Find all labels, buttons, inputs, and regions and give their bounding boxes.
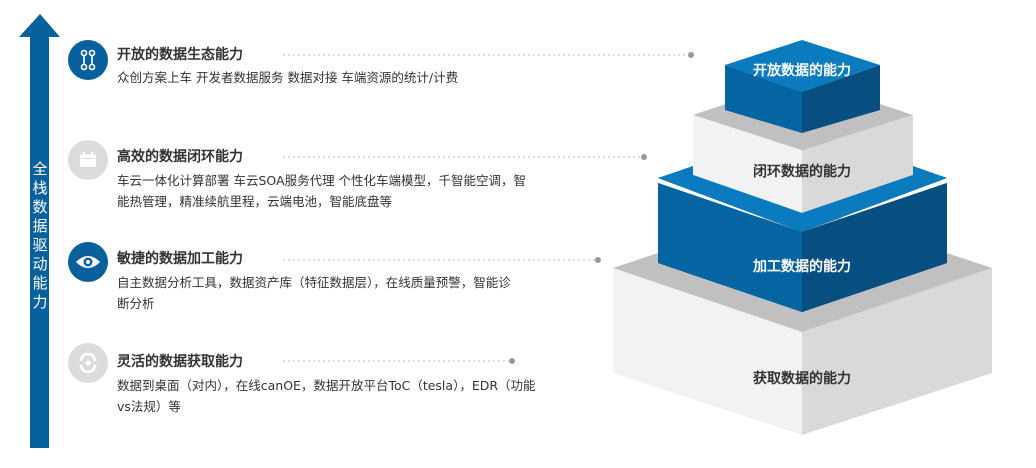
- capability-item-3: 敏捷的数据加工能力 自主数据分析工具，数据资产库（特征数据层），在线质量预警，智…: [117, 249, 517, 314]
- axis-label: 全栈数据驱动能力: [32, 160, 48, 311]
- pyramid-layer-1: [725, 40, 880, 133]
- pyramid-label-4: 获取数据的能力: [753, 371, 851, 387]
- capability-item-4: 灵活的数据获取能力 数据到桌面（对内），在线canOE，数据开放平台ToC（te…: [117, 352, 547, 417]
- item-desc: 数据到桌面（对内），在线canOE，数据开放平台ToC（tesla），EDR（功…: [117, 378, 536, 414]
- item-2-icon-circle: [68, 140, 108, 180]
- item-1-icon-circle: [68, 40, 108, 80]
- pyramid-label-1: 开放数据的能力: [753, 63, 851, 79]
- leader-lines: [283, 54, 688, 362]
- calendar-icon: [80, 152, 96, 167]
- pyramid-layer-3-front: [658, 166, 947, 312]
- leader-dot-1: [688, 52, 694, 58]
- leader-dot-4: [509, 358, 515, 364]
- item-desc: 车云一体化计算部署 车云SOA服务代理 个性化车端模型，千智能空调，智能热管理，…: [117, 173, 527, 209]
- item-desc: 众创方案上车 开发者数据服务 数据对接 车端资源的统计/计费: [117, 70, 459, 85]
- item-3-icon-circle: [68, 242, 108, 282]
- pyramid-label-3: 加工数据的能力: [753, 259, 851, 275]
- sync-icon: [79, 353, 97, 373]
- item-4-icon-circle: [68, 343, 108, 383]
- capability-item-2: 高效的数据闭环能力 车云一体化计算部署 车云SOA服务代理 个性化车端模型，千智…: [117, 147, 537, 212]
- item-desc: 自主数据分析工具，数据资产库（特征数据层），在线质量预警，智能诊断分析: [117, 275, 511, 311]
- pyramid-label-2: 闭环数据的能力: [753, 164, 851, 180]
- item-title: 灵活的数据获取能力: [117, 354, 243, 370]
- item-title: 高效的数据闭环能力: [117, 149, 243, 165]
- item-title: 开放的数据生态能力: [117, 47, 243, 63]
- eye-icon: [76, 256, 100, 268]
- leader-dot-2: [641, 154, 647, 160]
- leader-dot-3: [595, 257, 601, 263]
- link-icon: [80, 49, 96, 71]
- capability-item-1: 开放的数据生态能力 众创方案上车 开发者数据服务 数据对接 车端资源的统计/计费: [117, 45, 557, 88]
- item-title: 敏捷的数据加工能力: [117, 251, 243, 267]
- axis-arrow: [19, 14, 60, 448]
